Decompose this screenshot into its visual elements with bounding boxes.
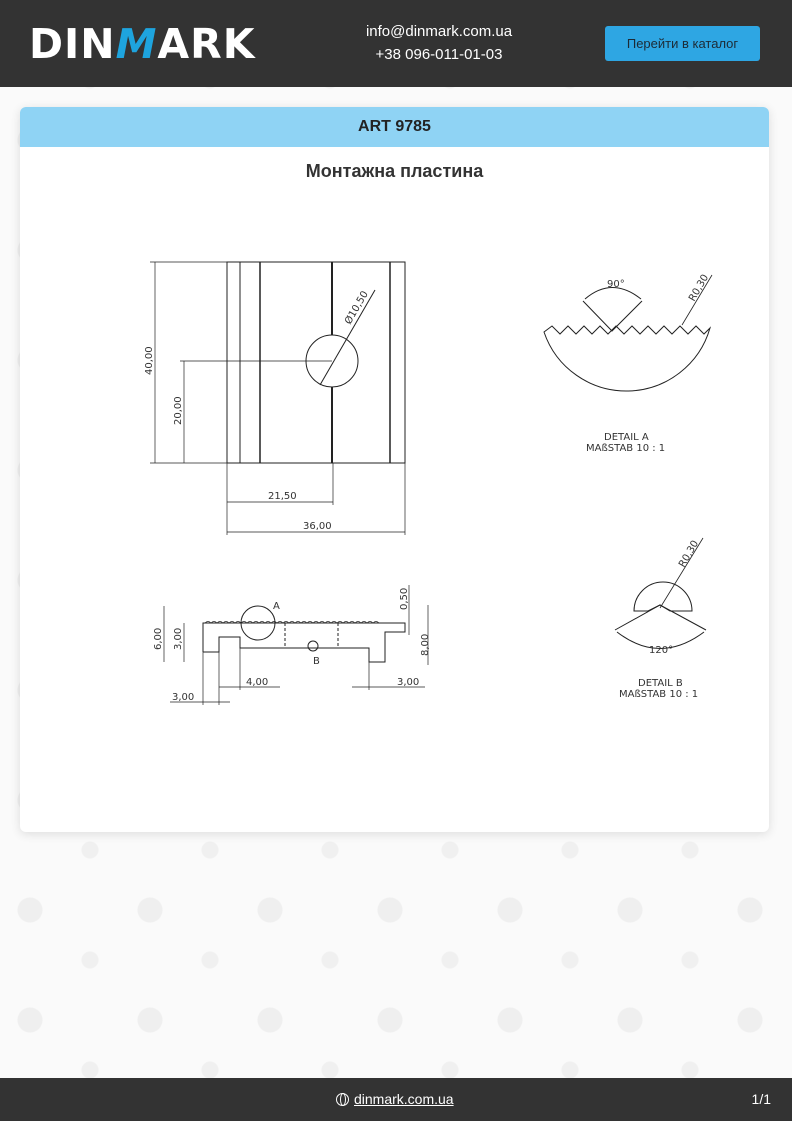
catalog-button[interactable]: Перейти в каталог: [605, 26, 760, 61]
article-number: ART 9785: [20, 107, 769, 147]
footer: dinmark.com.ua 1/1: [0, 1078, 792, 1121]
contacts: info@dinmark.com.ua +38 096-011-01-03: [330, 20, 548, 66]
product-title: Монтажна пластина: [305, 161, 484, 181]
site-link-text: dinmark.com.ua: [354, 1091, 454, 1107]
email-link[interactable]: info@dinmark.com.ua: [365, 23, 513, 40]
globe-icon: [336, 1093, 349, 1106]
site-link[interactable]: dinmark.com.ua: [336, 1091, 454, 1107]
header: DINMARK info@dinmark.com.ua +38 096-011-…: [0, 0, 792, 87]
logo[interactable]: DINMARK: [29, 22, 256, 66]
phone-link[interactable]: +38 096-011-01-03: [375, 46, 503, 63]
logo-accent: M: [115, 20, 158, 68]
logo-text-end: ARK: [157, 20, 256, 68]
page-number: 1/1: [751, 1091, 771, 1107]
product-card: ART 9785 Монтажна пластина: [20, 107, 769, 832]
logo-text: DIN: [29, 20, 116, 68]
